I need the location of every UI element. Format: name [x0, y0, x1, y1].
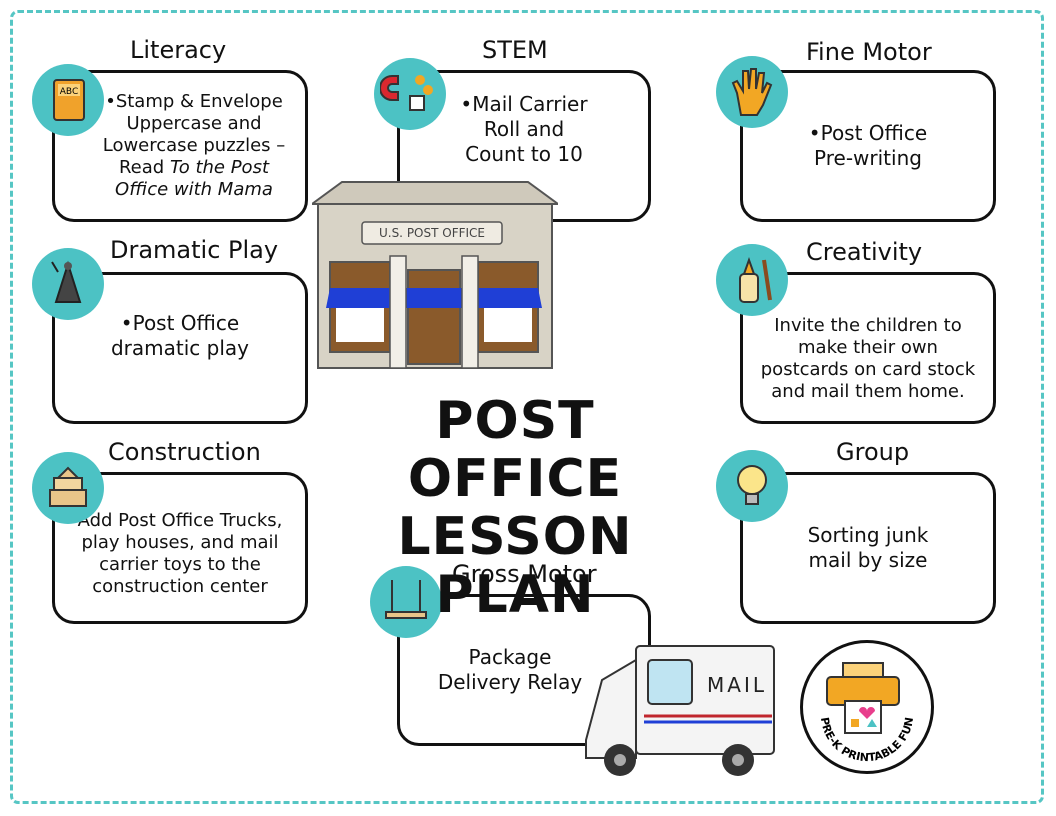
literacy-title: Literacy: [126, 36, 231, 64]
dramatic-play-text: •Post Office dramatic play: [110, 311, 249, 360]
glue-paintbrush-icon: [716, 244, 788, 316]
post-office-building-illustration: U.S. POST OFFICE: [312, 181, 558, 369]
truck-mail-label: MAIL: [707, 673, 767, 697]
creativity-title: Creativity: [802, 238, 927, 266]
literacy-book-title: To the Post Office with Mama: [115, 157, 273, 200]
pre-k-printable-fun-logo: PRE-K PRINTABLE FUN: [800, 640, 934, 774]
stem-title: STEM: [478, 36, 552, 64]
book-abc-icon: ABC: [32, 64, 104, 136]
stem-text: •Mail Carrier Roll and Count to 10: [460, 91, 588, 166]
mail-truck-illustration: MAIL: [585, 645, 775, 776]
page-title: POST OFFICE LESSON PLAN: [320, 392, 710, 624]
construction-box: Add Post Office Trucks, play houses, and…: [52, 472, 308, 624]
fine-motor-title: Fine Motor: [802, 38, 936, 66]
dramatic-play-title: Dramatic Play: [106, 236, 283, 264]
dashed-border: [10, 10, 1044, 804]
group-text: Sorting junk mail by size: [807, 523, 929, 572]
post-office-sign: U.S. POST OFFICE: [379, 226, 485, 240]
fine-motor-text: •Post Office Pre-writing: [808, 121, 928, 170]
literacy-box: •Stamp & Envelope Uppercase and Lowercas…: [52, 70, 308, 222]
blocks-icon: [32, 452, 104, 524]
creativity-box: Invite the children to make their own po…: [740, 272, 996, 424]
gross-motor-title: Gross Motor: [448, 560, 601, 588]
swing-icon: [370, 566, 442, 638]
group-title: Group: [832, 438, 914, 466]
lightbulb-icon: [716, 450, 788, 522]
literacy-text: •Stamp & Envelope Uppercase and Lowercas…: [102, 91, 286, 178]
dramatic-play-box: •Post Office dramatic play: [52, 272, 308, 424]
construction-title: Construction: [104, 438, 265, 466]
cape-wand-icon: [32, 248, 104, 320]
page-title-line-2: LESSON PLAN: [397, 507, 633, 625]
construction-text: Add Post Office Trucks, play houses, and…: [77, 510, 283, 597]
svg-text:ABC: ABC: [60, 87, 78, 97]
magnet-dice-icon: [374, 58, 446, 130]
gross-motor-text: Package Delivery Relay: [437, 645, 583, 694]
hand-icon: [716, 56, 788, 128]
creativity-text: Invite the children to make their own po…: [760, 315, 976, 402]
page-title-line-1: POST OFFICE: [407, 391, 623, 509]
